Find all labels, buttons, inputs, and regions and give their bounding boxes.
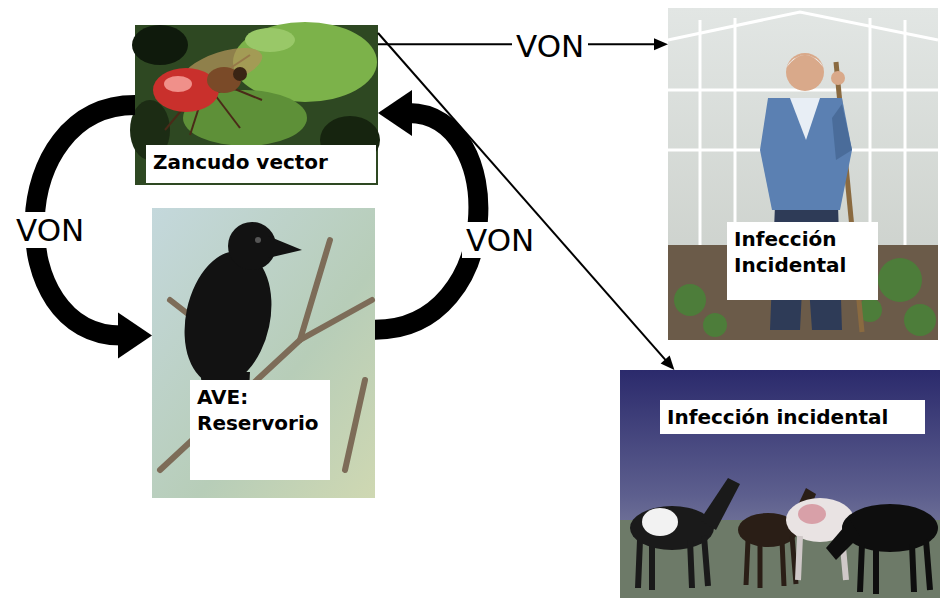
- illustration-shape: [674, 284, 706, 316]
- illustration-shape: [746, 536, 796, 588]
- illustration-shape: [152, 208, 375, 498]
- horses-photo: [620, 370, 940, 598]
- illustration-shape: [164, 76, 192, 92]
- connector-line: [378, 33, 666, 361]
- illustration-shape: [904, 20, 907, 250]
- edge-label: VON: [462, 222, 538, 258]
- illustration-shape: [300, 240, 330, 340]
- connector: [375, 90, 478, 330]
- photo-box: Infección Incidental: [668, 8, 938, 340]
- mosquito-photo: [130, 22, 380, 185]
- illustration-shape: [798, 504, 826, 524]
- illustration-shape: [132, 25, 188, 65]
- illustration-shape: [786, 53, 824, 91]
- horse-figure: [826, 504, 938, 594]
- illustration-shape: [638, 536, 708, 590]
- arrow-head: [654, 38, 668, 50]
- illustration-shape: [831, 71, 845, 85]
- illustration-shape: [255, 237, 261, 243]
- illustration-shape: [345, 380, 365, 470]
- node-label: Infección Incidental: [727, 222, 878, 300]
- node-label: AVE: Reservorio: [190, 380, 330, 480]
- edge-label: VON: [512, 28, 588, 64]
- illustration-shape: [790, 98, 820, 140]
- illustration-shape: [668, 12, 938, 40]
- illustration-shape: [869, 18, 872, 250]
- illustration-shape: [860, 540, 930, 594]
- photo-box: Zancudo vector: [135, 25, 378, 185]
- illustration-shape: [642, 508, 678, 536]
- photo-box: AVE: Reservorio: [152, 208, 375, 498]
- arrow-head: [378, 90, 412, 136]
- illustration-shape: [760, 98, 852, 210]
- illustration-shape: [904, 304, 936, 336]
- edge-label: VON: [12, 212, 88, 248]
- illustration-shape: [786, 55, 824, 68]
- photo-box: Infección incidental: [620, 370, 940, 598]
- illustration-shape: [699, 20, 702, 250]
- illustration-shape: [233, 67, 247, 81]
- illustration-shape: [173, 243, 283, 393]
- illustration-shape: [703, 313, 727, 337]
- horse-figure: [630, 478, 740, 590]
- illustration-shape: [668, 8, 938, 340]
- connector: [378, 33, 674, 370]
- illustration-shape: [620, 370, 940, 598]
- illustration-shape: [700, 478, 740, 530]
- illustration-shape: [268, 236, 302, 258]
- gardener-photo: [668, 8, 938, 340]
- illustration-shape: [215, 95, 240, 128]
- illustration-shape: [832, 104, 852, 160]
- illustration-shape: [734, 18, 737, 250]
- node-label: Infección incidental: [660, 400, 925, 434]
- illustration-shape: [245, 28, 295, 52]
- node-label: Zancudo vector: [146, 145, 376, 183]
- illustration-shape: [878, 258, 922, 302]
- illustration-shape: [826, 520, 860, 560]
- crow-photo: [152, 208, 375, 498]
- arrow-head: [661, 356, 675, 370]
- arrow-head: [118, 313, 152, 359]
